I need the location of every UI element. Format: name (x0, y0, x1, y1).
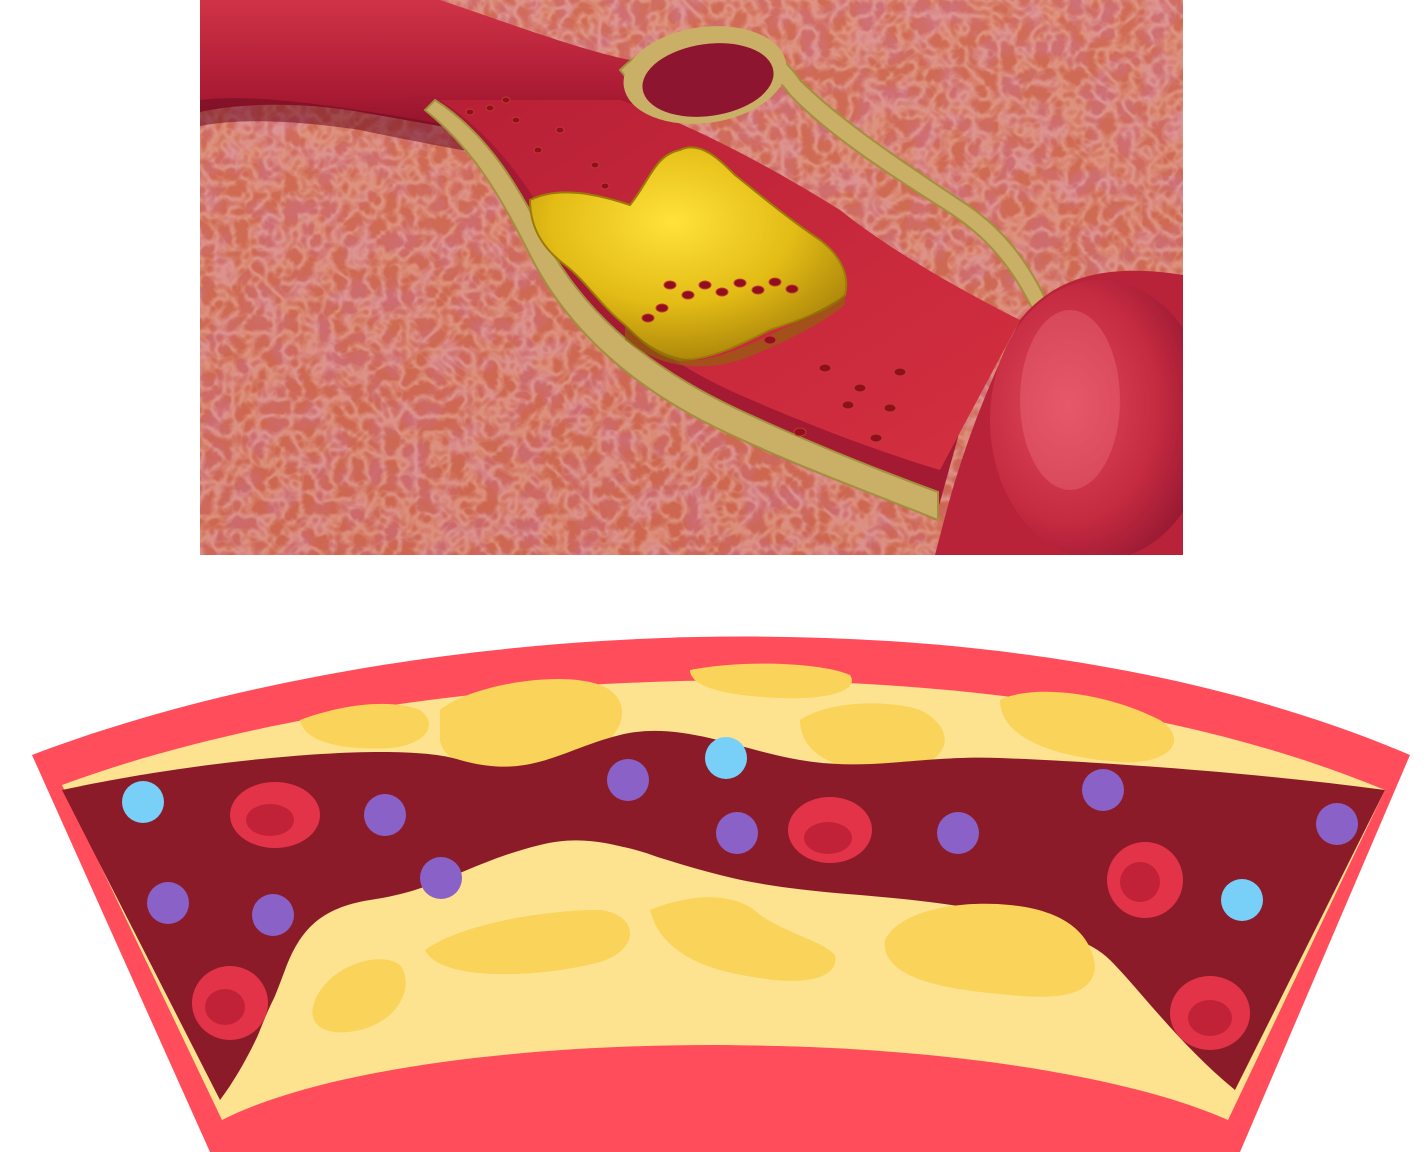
rbc-2 (192, 966, 268, 1040)
diagram-fat-blobs-top (300, 663, 1175, 772)
plaque-shadow (625, 295, 845, 367)
rbc-4 (1107, 842, 1183, 918)
diagram-fat-blobs-bottom (312, 897, 1095, 1033)
diagram-blue-cells (122, 737, 1263, 921)
diagram-purple-cells (147, 759, 1358, 936)
rbc-5 (1170, 976, 1250, 1050)
vessel-near-end-highlight (1020, 310, 1120, 490)
diagram-red-blood-cells (192, 782, 1250, 1050)
artery-3d-render (200, 0, 1183, 555)
rbc-1 (230, 782, 320, 848)
vessel-opening-hole (642, 43, 774, 117)
red-blood-cells (465, 96, 907, 443)
plaque-deposit (528, 146, 848, 362)
rbc-3 (788, 797, 872, 863)
artery-cross-section-diagram (32, 636, 1410, 1152)
vessel-near-end (990, 280, 1183, 555)
